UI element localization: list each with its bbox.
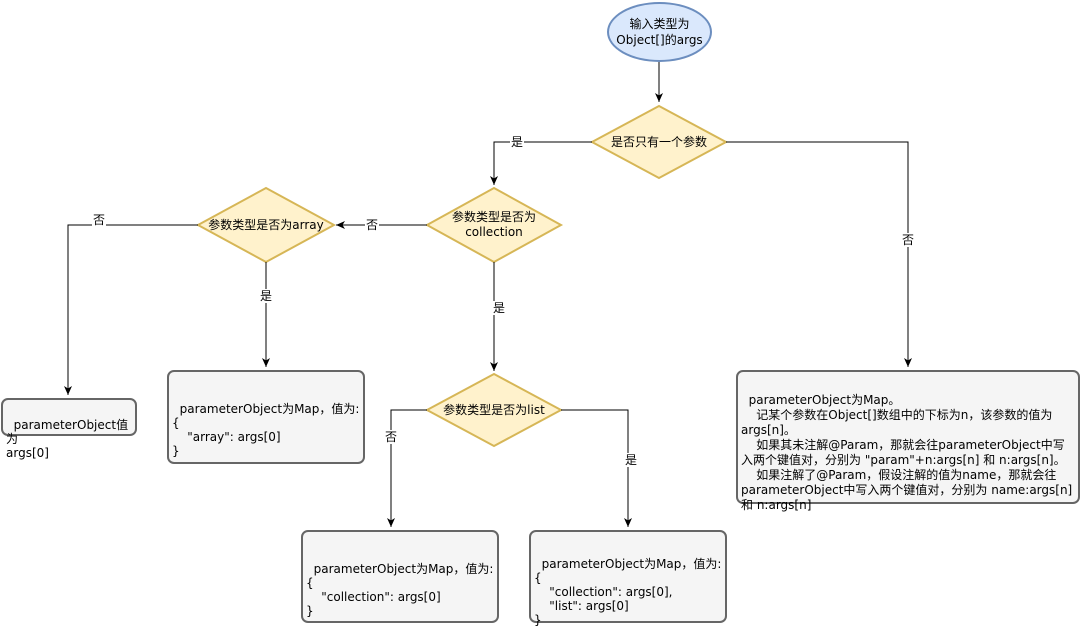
edge-label-array-no: 否 — [92, 213, 107, 227]
result-multi-map: parameterObject为Map。 记某个参数在Object[]数组中的下… — [736, 370, 1080, 512]
edge-label-collection-no: 否 — [365, 218, 380, 232]
edge-label-array-yes: 是 — [259, 289, 274, 303]
result-multi-map-text: parameterObject为Map。 记某个参数在Object[]数组中的下… — [741, 393, 1073, 512]
decision-is-collection-label: 参数类型是否为 collection — [451, 210, 536, 239]
decision-single-param: 是否只有一个参数 — [592, 106, 726, 178]
start-node: 输入类型为 Object[]的args — [607, 2, 712, 62]
result-args0-text: parameterObject值为 args[0] — [6, 418, 129, 460]
decision-is-list: 参数类型是否为list — [427, 374, 561, 446]
start-node-label: 输入类型为 Object[]的args — [616, 17, 703, 47]
decision-is-collection: 参数类型是否为 collection — [427, 188, 561, 262]
edge-label-list-no: 否 — [384, 430, 399, 444]
result-collection-map: parameterObject为Map，值为: { "collection": … — [301, 530, 499, 623]
decision-is-array-label: 参数类型是否为array — [208, 217, 324, 232]
edge-list-no — [387, 409, 427, 527]
result-array-map: parameterObject为Map，值为: { "array": args[… — [167, 370, 365, 464]
edge-array-no — [64, 224, 198, 395]
decision-single-param-shape — [589, 104, 729, 180]
decision-single-param-label: 是否只有一个参数 — [610, 134, 707, 149]
edge-single-yes — [490, 141, 592, 185]
result-collection-map-text: parameterObject为Map，值为: { "collection": … — [306, 562, 494, 618]
result-list-map: parameterObject为Map，值为: { "collection": … — [529, 530, 727, 627]
edge-single-no — [726, 141, 912, 367]
decision-is-array: 参数类型是否为array — [198, 188, 334, 262]
result-list-map-text: parameterObject为Map，值为: { "collection": … — [534, 557, 722, 627]
edge-label-single-yes: 是 — [510, 135, 525, 149]
edge-label-list-yes: 是 — [624, 453, 639, 467]
edge-list-yes — [561, 409, 632, 527]
decision-is-list-shape — [424, 372, 564, 448]
result-array-map-text: parameterObject为Map，值为: { "array": args[… — [172, 402, 360, 458]
edge-label-single-no: 否 — [901, 233, 916, 247]
decision-is-list-label: 参数类型是否为list — [443, 402, 545, 417]
edge-label-collection-yes: 是 — [492, 301, 507, 315]
result-args0: parameterObject值为 args[0] — [1, 398, 137, 460]
